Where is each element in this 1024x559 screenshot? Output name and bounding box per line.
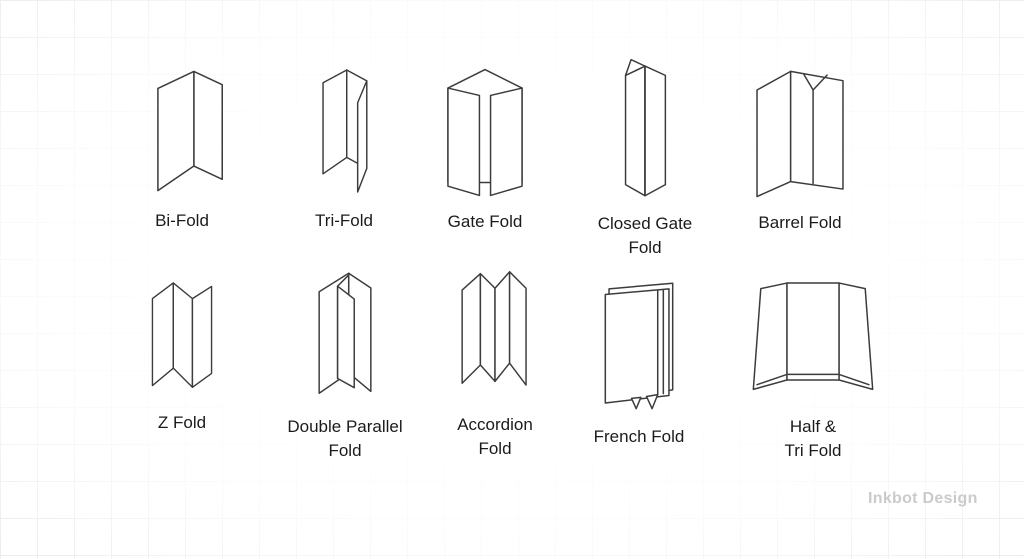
fold-figure-tri-fold: Tri-Fold — [284, 60, 404, 233]
fold-figure-accordion-fold: Accordion Fold — [435, 260, 555, 461]
barrel-fold-diagram — [756, 70, 844, 198]
gate-fold-diagram — [447, 68, 523, 197]
fold-label-french-fold: French Fold — [593, 427, 685, 446]
fold-figure-half-tri-fold: Half & Tri Fold — [738, 270, 888, 463]
fold-label-barrel-fold: Barrel Fold — [758, 213, 842, 232]
fold-label-tri-fold: Tri-Fold — [315, 211, 373, 230]
fold-figure-z-fold: Z Fold — [122, 268, 242, 435]
half-tri-fold-diagram — [752, 282, 874, 391]
fold-figure-double-parallel-fold: Double Parallel Fold — [275, 264, 415, 463]
fold-label-z-fold: Z Fold — [157, 413, 207, 432]
fold-figure-gate-fold: Gate Fold — [425, 62, 545, 234]
accordion-fold-diagram — [461, 271, 527, 386]
fold-label-half-tri-fold: Half & Tri Fold — [784, 417, 842, 461]
fold-label-double-parallel-fold: Double Parallel Fold — [287, 417, 403, 461]
french-fold-diagram — [604, 282, 674, 410]
tri-fold-diagram — [322, 69, 368, 193]
fold-label-accordion-fold: Accordion Fold — [457, 415, 533, 459]
double-parallel-fold-diagram — [318, 272, 372, 394]
z-fold-diagram — [151, 282, 213, 389]
fold-label-gate-fold: Gate Fold — [447, 212, 523, 231]
bi-fold-diagram — [156, 70, 223, 192]
closed-gate-fold-diagram — [624, 58, 667, 197]
fold-figure-closed-gate-fold: Closed Gate Fold — [585, 55, 705, 260]
fold-figure-french-fold: French Fold — [579, 272, 699, 449]
fold-figure-barrel-fold: Barrel Fold — [735, 62, 865, 235]
watermark: Inkbot Design — [868, 490, 978, 507]
fold-figure-bi-fold: Bi-Fold — [122, 62, 242, 233]
fold-label-bi-fold: Bi-Fold — [155, 211, 209, 230]
fold-label-closed-gate-fold: Closed Gate Fold — [597, 214, 693, 258]
